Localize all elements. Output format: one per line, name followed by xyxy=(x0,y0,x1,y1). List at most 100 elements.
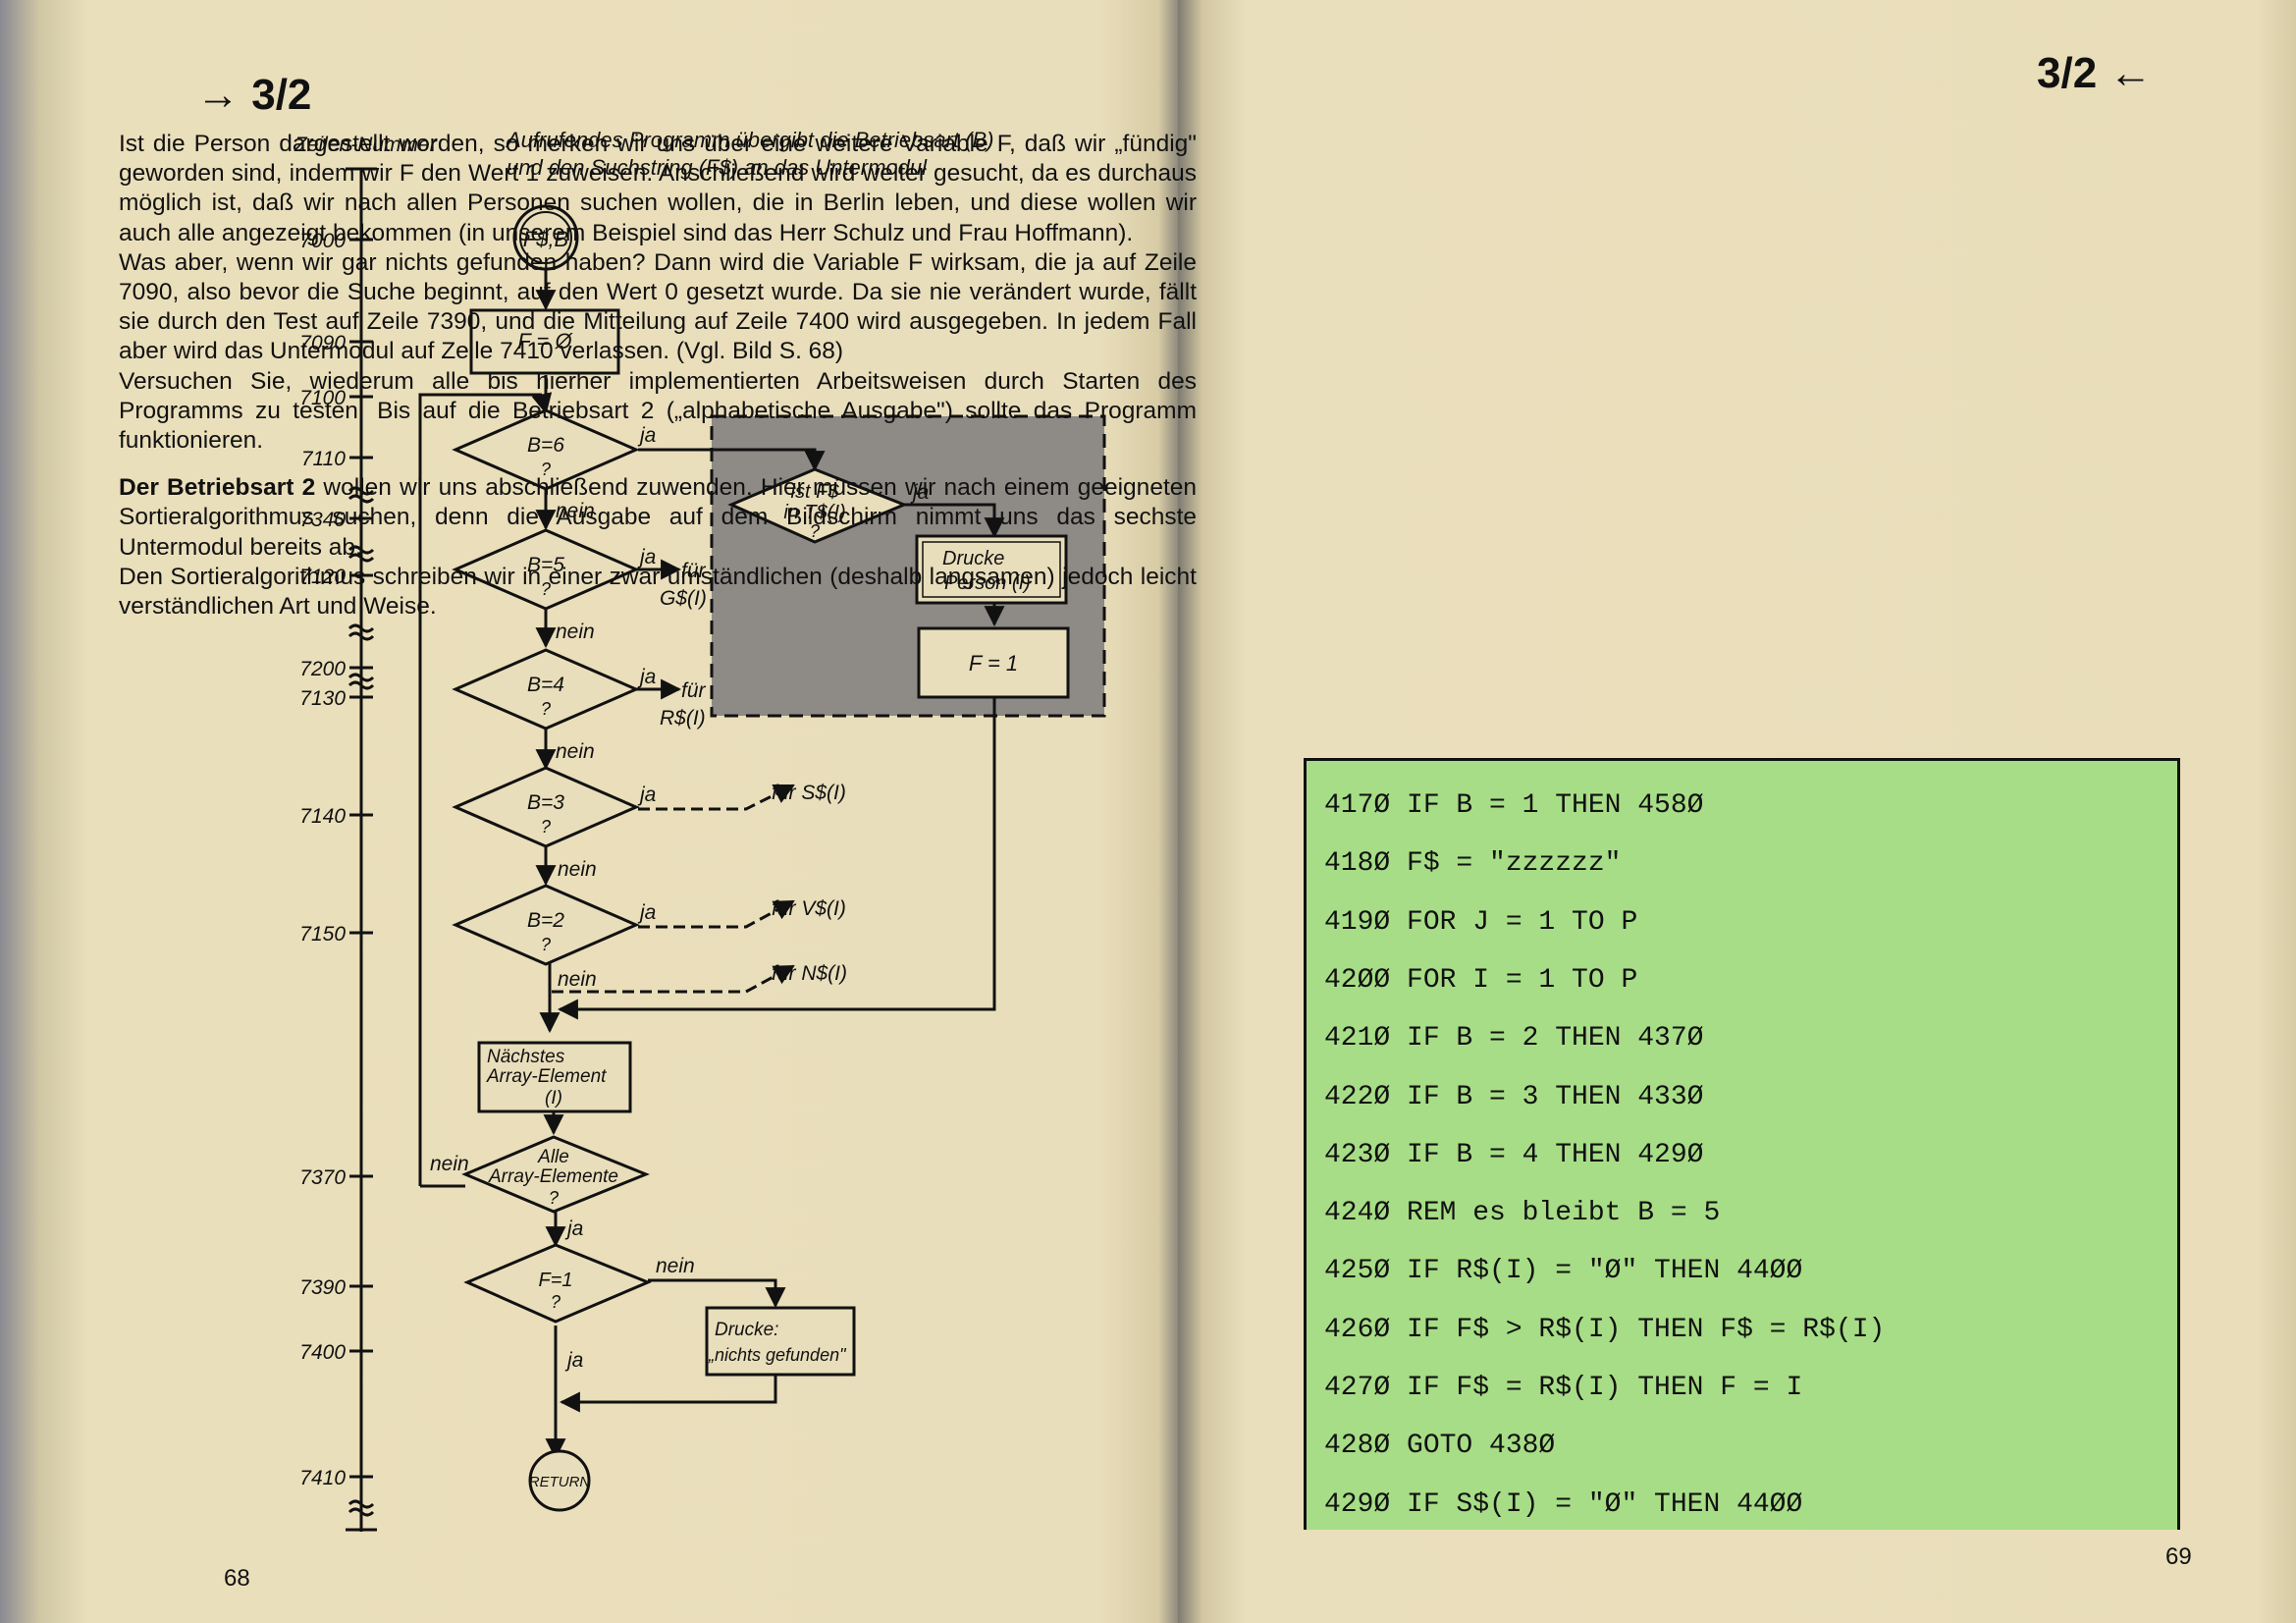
line-number-label: 7110 xyxy=(301,448,346,470)
header-note-2: und den Suchstring (F$) an das Untermodu… xyxy=(507,155,928,180)
svg-text:?: ? xyxy=(549,1188,559,1208)
svg-text:?: ? xyxy=(810,521,820,541)
bold-lead: Der Betriebsart 2 xyxy=(119,474,316,502)
svg-text:Alle: Alle xyxy=(537,1147,569,1167)
svg-text:ja: ja xyxy=(564,1349,583,1372)
line-number-label: 7100 xyxy=(299,387,346,409)
axis-break xyxy=(347,1499,375,1517)
svg-text:Person (I): Person (I) xyxy=(944,572,1031,594)
svg-text:RETURN: RETURN xyxy=(529,1474,591,1490)
svg-text:ja: ja xyxy=(564,1217,583,1240)
axis-break xyxy=(347,545,375,563)
return-node xyxy=(528,1449,591,1512)
inner-decision xyxy=(727,467,908,544)
svg-text:Array-Element: Array-Element xyxy=(486,1066,607,1087)
svg-text:ja: ja xyxy=(637,901,656,924)
line-number-label: 7410 xyxy=(299,1467,346,1489)
paragraph: Versuchen Sie, wiederum alle bis hierher… xyxy=(119,367,1197,455)
code-line: 418Ø F$ = "zzzzzz" xyxy=(1324,848,1622,880)
code-line: 425Ø IF R$(I) = "Ø" THEN 44ØØ xyxy=(1324,1256,1803,1287)
page-number-left: 68 xyxy=(224,1565,250,1592)
decision-question: ? xyxy=(541,817,551,837)
flowchart: 7000 7090 7100 7110 7340 7120 7200 7130 7140 7150… xyxy=(299,167,1106,1532)
line-number-label: 7000 xyxy=(299,230,346,252)
decision-label: B=4 xyxy=(527,674,564,696)
code-line: 424Ø REM es bleibt B = 5 xyxy=(1324,1198,1721,1229)
svg-text:in T$(I): in T$(I) xyxy=(783,502,845,523)
code-line: 421Ø IF B = 2 THEN 437Ø xyxy=(1324,1023,1704,1055)
svg-text:nein: nein xyxy=(656,1255,695,1277)
all-elements-decision xyxy=(461,1135,651,1214)
svg-text:F = Ø: F = Ø xyxy=(517,329,573,353)
svg-text:ja: ja xyxy=(637,784,656,806)
paragraph: Den Sortieralgorithmus schreiben wir in … xyxy=(119,563,1197,621)
header-note-1: Aufrufendes Programm übergibt die Betrie… xyxy=(507,128,994,152)
line-number-label: 7400 xyxy=(299,1341,346,1364)
start-node xyxy=(512,204,579,271)
svg-text:ja: ja xyxy=(637,546,656,568)
decision-B-eq-6 xyxy=(452,408,640,491)
decision-B-eq-4 xyxy=(452,648,640,730)
svg-text:Array-Elemente: Array-Elemente xyxy=(488,1166,618,1187)
array-r: R$(I) xyxy=(660,707,706,730)
line-number-label: 7370 xyxy=(299,1166,346,1189)
chapter-heading-right: 3/2 ← xyxy=(2037,49,2153,97)
code-line: 42ØØ FOR I = 1 TO P xyxy=(1324,964,1638,996)
array-g: G$(I) xyxy=(660,587,707,610)
code-line: 429Ø IF S$(I) = "Ø" THEN 44ØØ xyxy=(1324,1488,1803,1520)
svg-text:ja: ja xyxy=(637,424,656,447)
paragraph: Was aber, wenn wir gar nichts gefunden h… xyxy=(119,248,1197,365)
line-number-label: 7130 xyxy=(299,687,346,710)
decision-question: ? xyxy=(541,935,551,954)
svg-text:nein: nein xyxy=(556,621,595,643)
svg-text:für: für xyxy=(681,679,707,702)
decision-label: B=2 xyxy=(527,909,564,932)
svg-text:F = 1: F = 1 xyxy=(969,651,1018,676)
line-number-label: 7090 xyxy=(299,332,346,354)
svg-text:Drucke:: Drucke: xyxy=(715,1320,778,1340)
svg-text:nein: nein xyxy=(556,740,595,763)
paragraph: Der Betriebsart 2 wollen wir uns abschli… xyxy=(119,474,1197,561)
code-line: 423Ø IF B = 4 THEN 429Ø xyxy=(1324,1139,1704,1170)
body-text: Ist die Person dargestellt worden, so me… xyxy=(119,130,1197,622)
axis-break xyxy=(347,623,375,641)
svg-text:F=1: F=1 xyxy=(538,1270,572,1291)
code-line: 427Ø IF F$ = R$(I) THEN F = I xyxy=(1324,1373,1803,1403)
decision-question: ? xyxy=(541,579,551,599)
set-f-box xyxy=(917,626,1070,699)
line-number-label: 7140 xyxy=(299,805,346,828)
axis-break xyxy=(347,673,375,690)
svg-text:?: ? xyxy=(551,1292,561,1312)
print-person-box xyxy=(915,534,1068,605)
svg-text:(I): (I) xyxy=(545,1088,562,1109)
svg-text:nein: nein xyxy=(558,968,597,991)
svg-text:nein: nein xyxy=(430,1153,469,1175)
next-element-box xyxy=(477,1041,632,1113)
line-number-label: 7340 xyxy=(299,509,346,531)
line-number-label: 7390 xyxy=(299,1276,346,1299)
line-number-axis xyxy=(346,167,377,1532)
svg-text:für: für xyxy=(681,560,707,582)
svg-text:Drucke: Drucke xyxy=(942,548,1004,569)
init-box xyxy=(469,308,620,375)
svg-text:nein: nein xyxy=(556,500,595,522)
code-line: 422Ø IF B = 3 THEN 433Ø xyxy=(1324,1081,1704,1112)
line-number-label: 7200 xyxy=(299,658,346,680)
for-v: für V$(I) xyxy=(772,897,846,920)
page-number-right: 69 xyxy=(2165,1543,2192,1570)
for-s: für S$(I) xyxy=(772,782,846,804)
decision-B-eq-5 xyxy=(452,528,640,611)
start-label: F$,B xyxy=(523,227,568,251)
f-equals-1-decision xyxy=(463,1243,652,1324)
line-number-label: 7120 xyxy=(299,566,346,588)
decision-label: B=5 xyxy=(527,554,564,576)
print-not-found-box xyxy=(705,1306,856,1377)
decision-B-eq-3 xyxy=(452,766,640,848)
code-line: 417Ø IF B = 1 THEN 458Ø xyxy=(1324,790,1704,821)
paragraph: Ist die Person dargestellt worden, so me… xyxy=(119,131,1197,246)
decision-B-eq-2 xyxy=(452,884,640,966)
code-line: 426Ø IF F$ > R$(I) THEN F$ = R$(I) xyxy=(1324,1314,1886,1345)
svg-text:ja: ja xyxy=(910,481,929,504)
axis-label: Zeilen-Nummer xyxy=(294,134,437,156)
line-number-label: 7150 xyxy=(299,923,346,946)
